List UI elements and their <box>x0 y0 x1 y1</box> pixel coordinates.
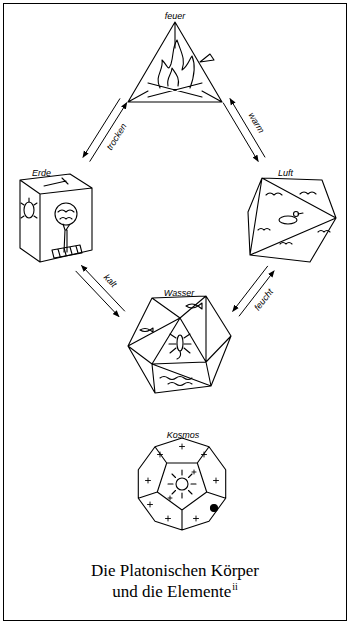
element-name: Wasser <box>164 288 194 299</box>
quality-label: kalt <box>101 272 120 291</box>
element-name: Luft <box>278 168 293 179</box>
caption-block: Die Platonischen Körper und die Elemente… <box>0 560 350 602</box>
turtle-legs <box>21 198 37 218</box>
tree-drawing <box>58 210 74 252</box>
dodecahedron-outline <box>138 438 225 530</box>
fire-drawing <box>148 40 214 97</box>
element-name: Erde <box>32 168 51 179</box>
caption-line: Die Platonischen Körper und die Elemente… <box>82 560 268 602</box>
icosahedron-outline <box>128 296 231 393</box>
book-drawing <box>52 245 82 258</box>
quality-label: trocken <box>104 121 130 154</box>
tetrahedron-outline <box>128 22 222 102</box>
tool-drawing <box>44 178 68 186</box>
frame-border <box>4 4 347 621</box>
star-drawing <box>146 444 219 521</box>
element-name: Kosmos <box>167 430 200 441</box>
solid-node: Wasser <box>124 282 234 396</box>
footnote-mark: ii <box>232 581 238 592</box>
transition-arrow <box>76 271 119 317</box>
sun-drawing <box>176 478 188 490</box>
turtle-drawing <box>24 202 34 218</box>
transition-arrow <box>81 265 124 311</box>
scorpion-body <box>177 335 183 351</box>
octahedron-outline <box>248 178 336 262</box>
figure-caption: Die Platonischen Körper und die Elemente <box>91 561 259 601</box>
solid-node: Luft <box>244 162 340 266</box>
solids <box>20 22 336 530</box>
bird-drawing <box>258 192 330 244</box>
quality-label: feucht <box>252 286 277 314</box>
quality-label: warm <box>245 110 267 136</box>
solid-node: feuer <box>125 5 225 105</box>
element-name: feuer <box>165 11 186 22</box>
wave-drawing <box>160 377 192 386</box>
planet-dot <box>211 505 218 512</box>
duck-head <box>294 212 299 217</box>
scorpion-legs <box>169 334 191 359</box>
cube-outline <box>20 174 92 262</box>
duck-drawing <box>279 216 297 224</box>
solid-node: Erde <box>15 162 97 266</box>
fish-drawing <box>140 303 202 332</box>
tree-crown <box>55 203 77 225</box>
solid-node: Kosmos <box>132 424 234 534</box>
sun-rays <box>168 470 196 498</box>
